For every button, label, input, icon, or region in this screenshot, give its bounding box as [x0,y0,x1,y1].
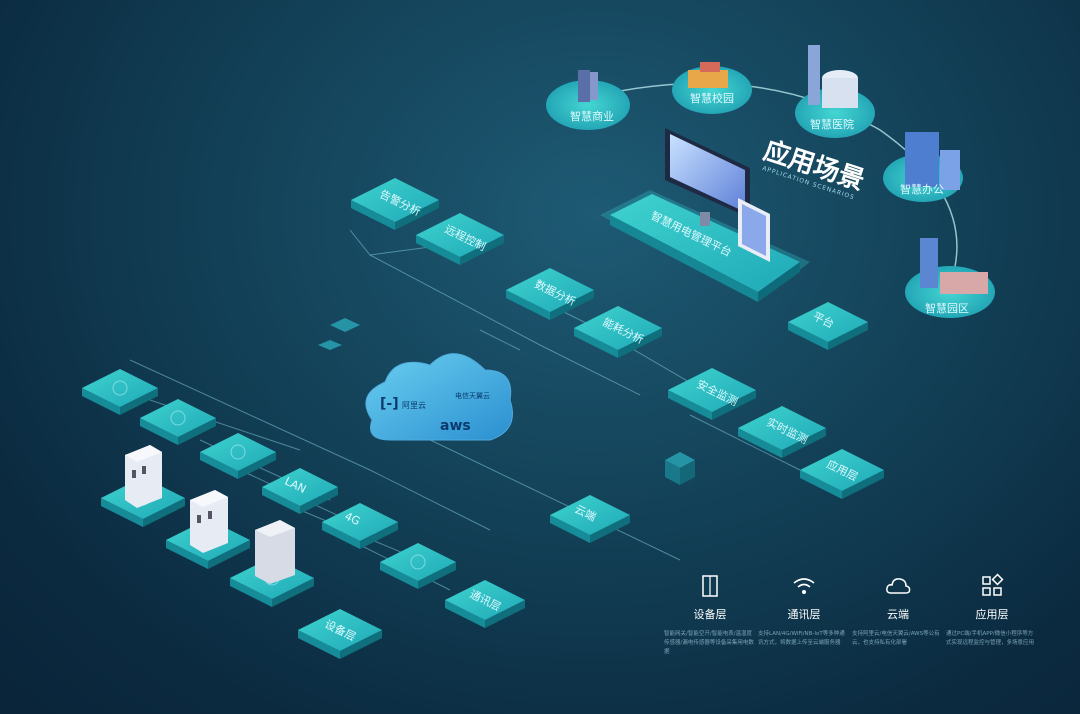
tile-switch-1[interactable] [101,477,185,527]
legend-title: 云端 [887,608,909,621]
device-switch-1 [125,445,162,508]
device-icon [702,575,718,597]
scene-smart-business[interactable]: 智慧商业 [546,70,630,130]
cloud-brand2-label: 电信天翼云 [455,391,490,400]
scene-smart-office[interactable]: 智慧办公 [883,132,963,202]
tile-alarm-analysis[interactable]: 告警分析 [351,178,439,230]
apps-icon [982,573,1004,596]
device-switch-3 [255,520,295,584]
cloud-icon [886,578,911,594]
cloud[interactable]: [-] 阿里云 电信天翼云 aws [365,353,513,441]
legend-desc: 支持阿里云/电信天翼云/AWS等公有云，也支持私有化部署 [852,631,940,646]
scene-label: 智慧校园 [690,91,734,105]
aws-logo: aws [440,418,471,434]
tile-label: 4G [343,510,363,528]
cloud-brand-label: 阿里云 [402,401,426,410]
tile-device-layer[interactable]: 设备层 [298,609,382,659]
wifi-icon [793,578,815,594]
legend-title: 通讯层 [787,608,821,621]
tile-data-analysis[interactable]: 数据分析 [506,268,594,320]
legend-title: 应用层 [975,608,1009,621]
tile-device-icon [170,410,186,426]
platform-slab[interactable]: 智慧用电管理平台 [600,190,810,302]
scene-smart-park[interactable]: 智慧园区 [905,238,995,318]
cloud-brand-logo: [-] [380,396,399,412]
tile-platform-layer[interactable]: 平台 [788,302,868,350]
legend-device: 设备层 智能网关/智能空开/智能电表/温湿度传感器/漏电传感器等设备采集用电数据 [664,572,756,657]
device-switch-2 [190,490,228,553]
tile-realtime-monitor[interactable]: 实时监测 [738,406,826,458]
monitor-icon [665,128,770,262]
tile-device-2[interactable] [140,399,216,445]
scene-label: 智慧园区 [925,301,969,315]
legend-desc: 智能网关/智能空开/智能电表/温湿度传感器/漏电传感器等设备采集用电数据 [664,631,754,655]
scene-smart-campus[interactable]: 智慧校园 [672,62,752,114]
tile-app-layer[interactable]: 应用层 [800,449,884,499]
scene-label: 智慧办公 [900,182,944,196]
tile-comm-layer[interactable]: 通讯层 [445,580,525,628]
tile-4g[interactable]: 4G [322,503,398,549]
legend-cloud: 云端 支持阿里云/电信天翼云/AWS等公有云，也支持私有化部署 [852,572,944,648]
legend-app: 应用层 通过PC端/手机APP/微信小程序等方式实现远程监控与管理，多场景应用 [946,572,1038,648]
tile-device-1[interactable] [82,369,158,415]
decor-cubes [318,318,695,485]
tile-cloud-layer[interactable]: 云端 [550,495,630,543]
tile-device-icon [112,380,128,396]
legend-desc: 通过PC端/手机APP/微信小程序等方式实现远程监控与管理，多场景应用 [946,631,1035,646]
tile-lan[interactable]: LAN [262,468,338,514]
tile-device-icon [410,554,426,570]
legend-title: 设备层 [693,608,727,621]
tile-device-4[interactable] [380,543,456,589]
legend-desc: 支持LAN/4G/WiFi/NB-IoT等多种通讯方式，将数据上传至云端服务器 [758,631,845,646]
scene-label: 智慧商业 [570,109,614,123]
tile-energy-analysis[interactable]: 能耗分析 [574,306,662,358]
tile-device-icon [230,444,246,460]
tile-device-3[interactable] [200,433,276,479]
tile-safety-monitor[interactable]: 安全监测 [668,368,756,420]
scene-label: 智慧医院 [810,117,854,131]
legend-comm: 通讯层 支持LAN/4G/WiFi/NB-IoT等多种通讯方式，将数据上传至云端… [758,572,850,648]
tile-remote-control[interactable]: 远程控制 [416,213,504,265]
scene-smart-hospital[interactable]: 智慧医院 [795,45,875,138]
